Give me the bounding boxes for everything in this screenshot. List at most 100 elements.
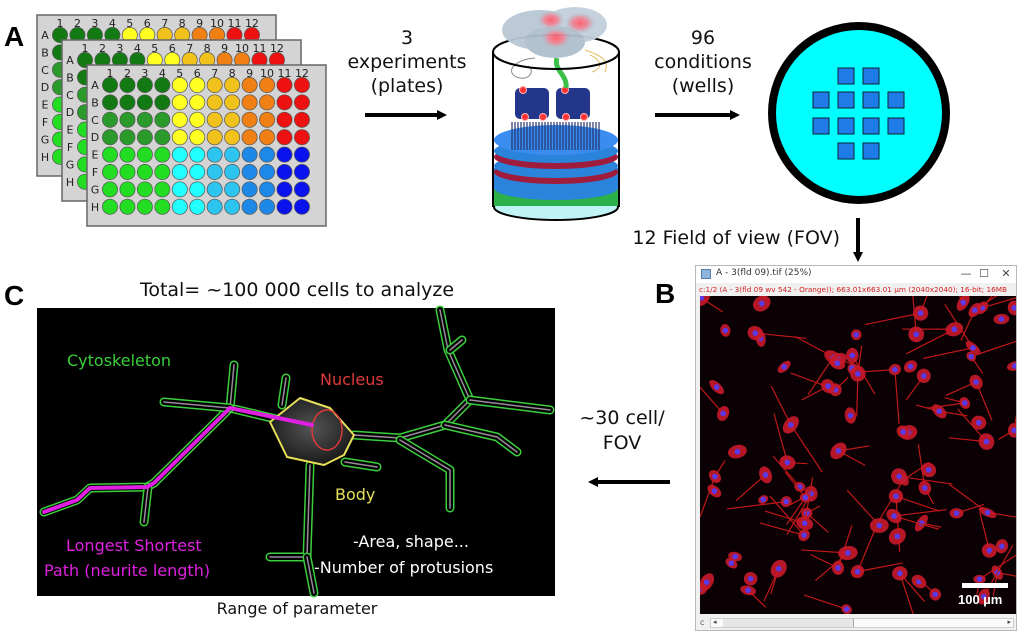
cell: [773, 413, 808, 470]
nucleus: [999, 543, 1005, 550]
well: [102, 181, 118, 198]
cell: [927, 397, 971, 409]
neurite: [700, 386, 724, 414]
column-label: 5: [126, 17, 133, 30]
well: [154, 94, 171, 111]
neurite: [876, 479, 904, 526]
nucleus: [932, 591, 939, 598]
window-titlebar[interactable]: A - 3(fld 09).tif (25%) — ☐ ✕: [696, 266, 1016, 283]
scrollbar-track[interactable]: ◂ ▸: [710, 618, 1014, 628]
channel-scrollbar[interactable]: c ◂ ▸: [700, 618, 1014, 629]
nucleus: [845, 550, 851, 556]
nucleus: [835, 448, 842, 454]
nucleus: [847, 412, 854, 419]
column-label: 11: [253, 42, 267, 55]
well: [189, 181, 206, 198]
neuron-segmentation: [39, 305, 555, 598]
conditions-sub: (wells): [672, 75, 735, 97]
nucleus: [921, 373, 927, 379]
nucleus: [713, 384, 720, 390]
well: [206, 129, 223, 146]
column-label: 11: [228, 17, 242, 30]
well: [189, 164, 206, 180]
nucleus: [752, 330, 759, 336]
cell: [921, 462, 937, 478]
cell: [740, 585, 767, 608]
column-label: 7: [211, 67, 218, 80]
nucleus: [747, 575, 754, 582]
nucleus: [758, 300, 765, 307]
column-label: 7: [161, 17, 168, 30]
conditions-caption: 96 conditions (wells): [654, 27, 752, 97]
row-label: E: [92, 149, 99, 162]
nucleus: [922, 485, 928, 491]
row-label: F: [67, 141, 73, 154]
neurite: [770, 385, 792, 426]
nucleus: [843, 606, 850, 613]
row-label: G: [66, 158, 75, 171]
nucleus: [1011, 305, 1016, 311]
cell: [770, 385, 823, 473]
column-label: 11: [278, 67, 292, 80]
cell: [725, 557, 738, 569]
well: [136, 181, 153, 198]
fluorescence-image[interactable]: 100 µm: [700, 296, 1016, 614]
nucleus: [835, 565, 841, 571]
row-label: G: [41, 133, 50, 146]
minimize-button[interactable]: —: [960, 267, 972, 280]
total-cells-caption: Total= ~100 000 cells to analyze: [139, 279, 454, 301]
nucleus: [917, 310, 924, 316]
scroll-left-arrow[interactable]: ◂: [713, 618, 717, 626]
cells-per-fov-line2: FOV: [603, 432, 642, 454]
cell: [966, 340, 1016, 374]
well: [276, 111, 293, 128]
cell: [753, 296, 771, 312]
neurite: [894, 369, 900, 425]
cell: [772, 455, 806, 492]
branch-skeleton: [469, 399, 551, 411]
conditions-label: conditions: [654, 51, 752, 73]
well: [189, 198, 206, 215]
well: [276, 164, 293, 180]
well: [276, 146, 293, 163]
nucleus: [802, 494, 809, 501]
well: [294, 111, 310, 128]
nucleus-outline: [311, 409, 343, 451]
column-label: 1: [57, 17, 64, 30]
cell: [973, 554, 1016, 595]
well: [206, 94, 223, 111]
cell: [917, 577, 942, 601]
cell: [804, 594, 852, 614]
close-button[interactable]: ✕: [1001, 267, 1011, 280]
well: [259, 164, 275, 180]
well: [119, 146, 136, 163]
nucleus: [700, 296, 705, 301]
cell: [758, 495, 769, 504]
well: [259, 111, 275, 128]
well: [241, 129, 258, 146]
fov-square: [837, 67, 855, 85]
nucleus: [998, 316, 1005, 322]
row-label: D: [41, 81, 49, 94]
branch-skeleton: [281, 377, 287, 406]
well: [102, 111, 118, 128]
column-label: 6: [194, 67, 201, 80]
well: [224, 77, 241, 93]
nucleus: [734, 448, 741, 455]
cell: [903, 360, 918, 373]
well: [154, 198, 171, 215]
cell: [764, 477, 814, 530]
nucleus: [984, 509, 991, 516]
maximize-button[interactable]: ☐: [979, 267, 989, 280]
nucleus: [936, 408, 943, 415]
scroll-right-arrow[interactable]: ▸: [1007, 618, 1011, 626]
fov-square: [862, 91, 880, 109]
cell: [700, 573, 715, 592]
image-info-line: c:1/2 (A - 3(fld 09 wv 542 - Orange)); 6…: [699, 285, 1008, 294]
nucleus: [732, 553, 738, 560]
well: [276, 129, 293, 146]
cell: [998, 413, 1016, 440]
scrollbar-thumb[interactable]: [723, 619, 854, 627]
neurite: [865, 312, 921, 326]
